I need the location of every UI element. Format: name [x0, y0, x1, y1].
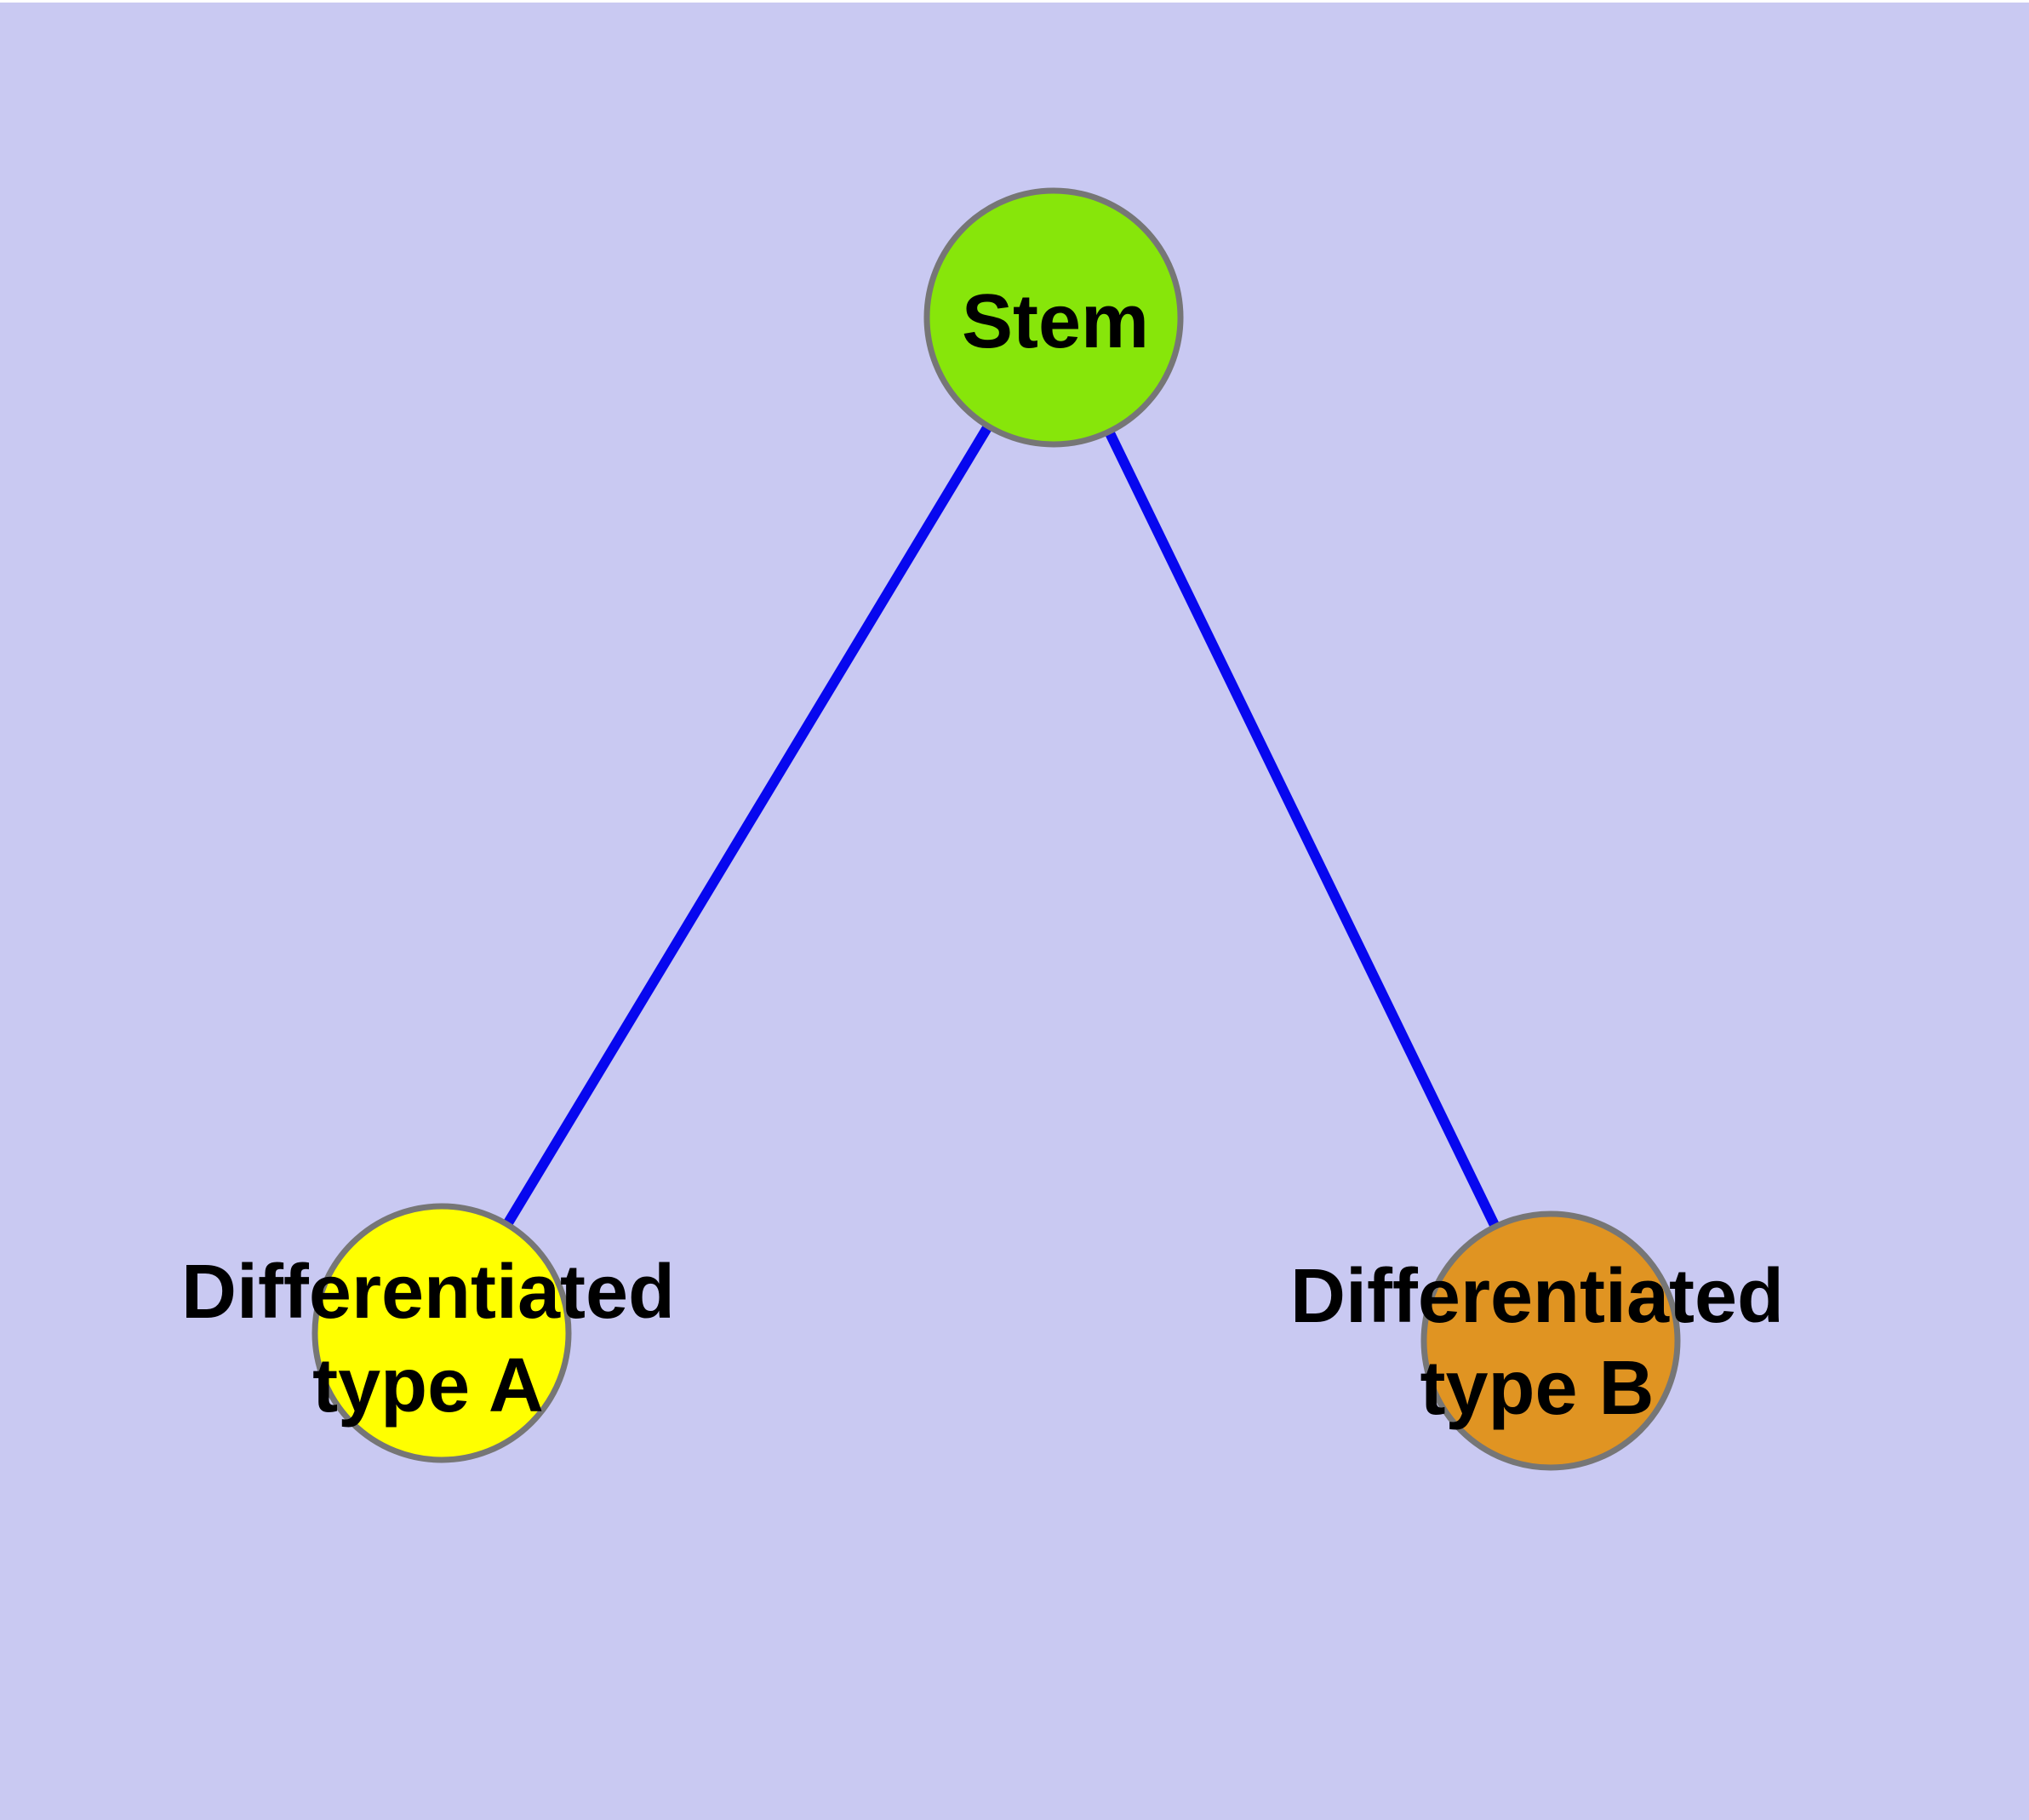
- node-type-b-label-line1: Differentiated: [1290, 1254, 1784, 1339]
- node-stem-label: Stem: [962, 279, 1149, 364]
- edge-stem-to-type-b: [1049, 315, 1556, 1343]
- edge-stem-to-type-a: [437, 314, 1059, 1336]
- node-type-a-label-line2: type A: [312, 1343, 544, 1428]
- node-stem[interactable]: [923, 187, 1184, 448]
- node-type-a-label-line1: Differentiated: [181, 1250, 675, 1335]
- node-differentiated-type-a[interactable]: [311, 1203, 572, 1463]
- node-differentiated-type-b[interactable]: [1420, 1210, 1681, 1471]
- node-type-b-label-line2: type B: [1420, 1346, 1654, 1431]
